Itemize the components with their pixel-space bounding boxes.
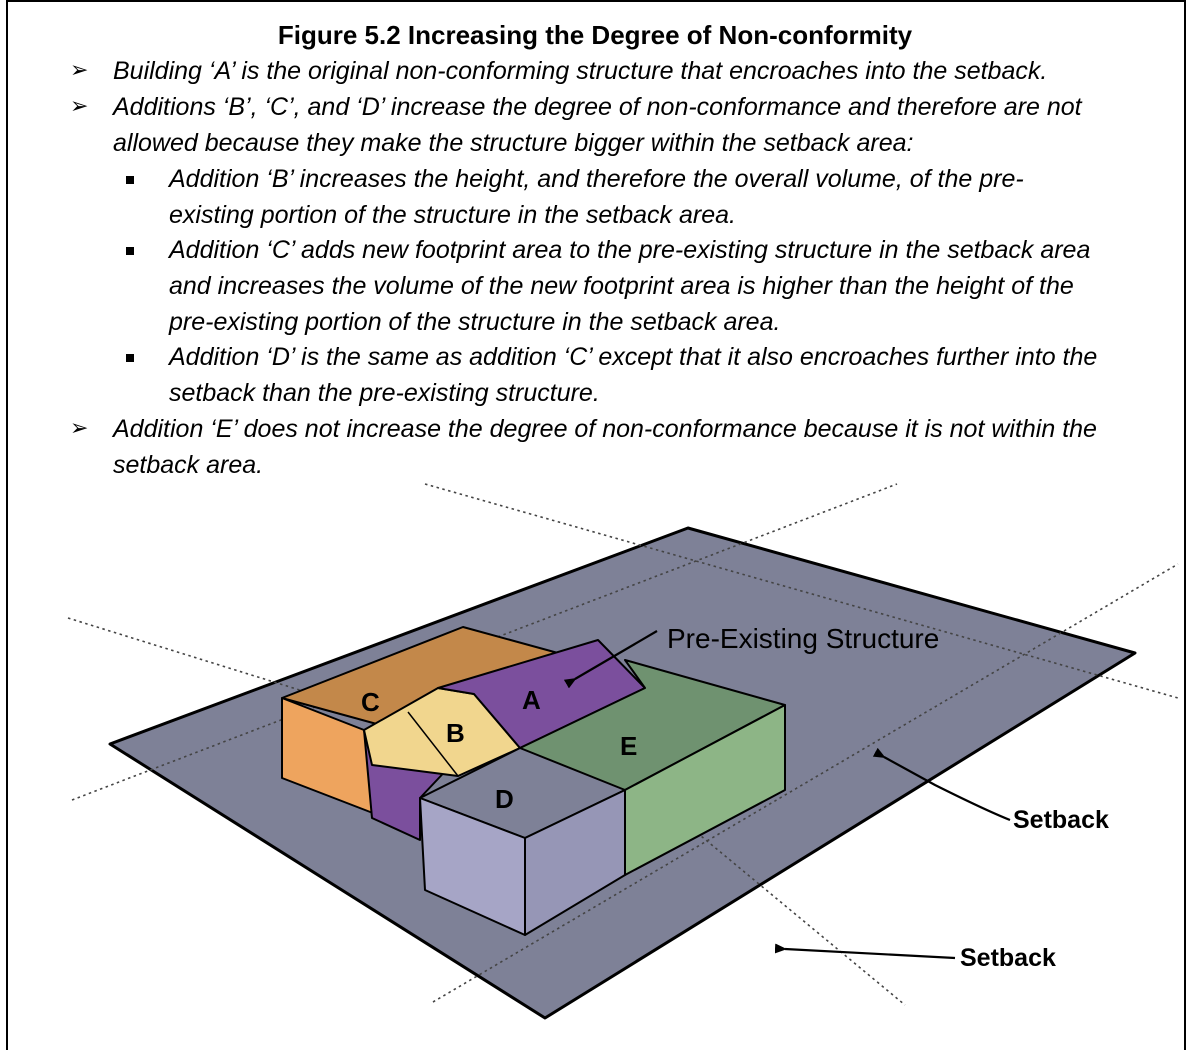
bullet-building-a: Building ‘A’ is the original non-conform…: [113, 57, 1048, 85]
bullet-addition-e-line2: setback area.: [113, 451, 264, 479]
arrow-bullet-icon: ➢: [70, 416, 89, 441]
block-label-a: A: [522, 685, 541, 715]
block-label-b: B: [446, 718, 465, 748]
sub-bullet-c-line1: Addition ‘C’ adds new footprint area to …: [169, 236, 1091, 264]
square-bullet-icon: [126, 354, 134, 362]
setback-right-label: Setback: [1013, 806, 1109, 834]
square-bullet-icon: [126, 176, 134, 184]
sub-bullet-c-line2: and increases the volume of the new foot…: [169, 272, 1074, 300]
bullet-additions-line2: allowed because they make the structure …: [113, 129, 914, 157]
figure-frame: [6, 0, 1186, 1050]
block-label-d: D: [495, 784, 514, 814]
bullet-additions-line1: Additions ‘B’, ‘C’, and ‘D’ increase the…: [113, 93, 1082, 121]
block-label-e: E: [620, 731, 637, 761]
sub-bullet-b-line1: Addition ‘B’ increases the height, and t…: [169, 165, 1024, 193]
bullet-addition-e-line1: Addition ‘E’ does not increase the degre…: [113, 415, 1097, 443]
arrow-bullet-icon: ➢: [70, 58, 89, 83]
block-d-side: [524, 789, 626, 936]
block-label-c: C: [361, 687, 380, 717]
pre-existing-arrow: [563, 630, 658, 689]
setback-bottom-label: Setback: [960, 944, 1056, 972]
setback-right-arrow: [872, 747, 1011, 822]
setback-bottom-arrow: [774, 943, 956, 960]
sub-bullet-d-line2: setback than the pre-existing structure.: [169, 379, 600, 407]
figure-title: Figure 5.2 Increasing the Degree of Non-…: [277, 20, 913, 50]
sub-bullet-b-line2: existing portion of the structure in the…: [169, 201, 736, 229]
pre-existing-label: Pre-Existing Structure: [667, 623, 939, 654]
arrow-bullet-icon: ➢: [70, 94, 89, 119]
sub-bullet-c-line3: pre-existing portion of the structure in…: [169, 308, 781, 336]
block-b-edge: [407, 711, 459, 777]
sub-bullet-d-line1: Addition ‘D’ is the same as addition ‘C’…: [169, 343, 1098, 371]
square-bullet-icon: [126, 247, 134, 255]
